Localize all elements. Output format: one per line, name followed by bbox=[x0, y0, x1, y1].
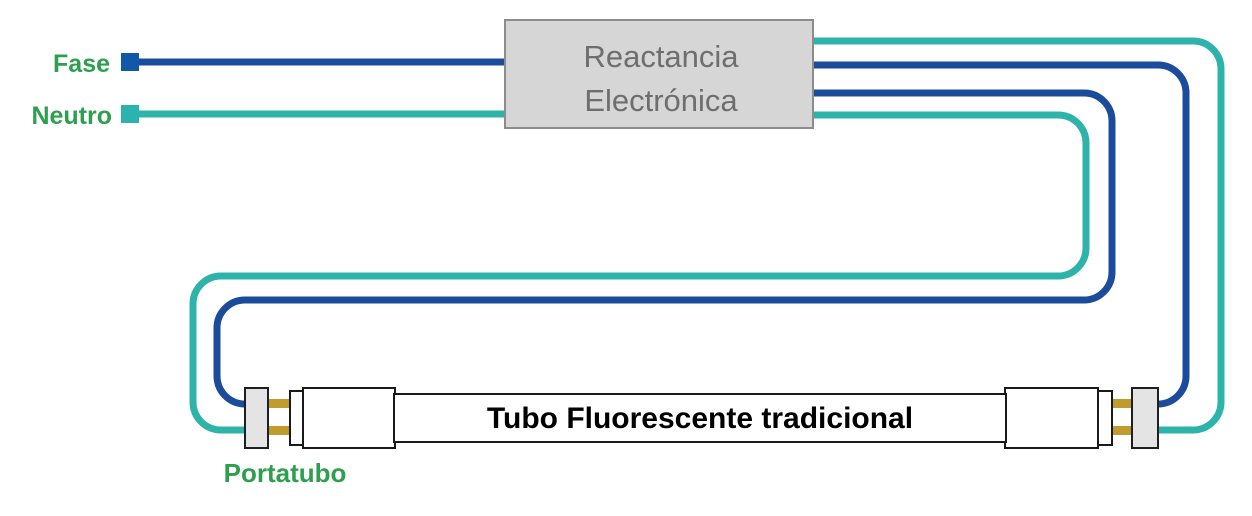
tube-body bbox=[393, 393, 1007, 443]
left-pin-top bbox=[266, 399, 291, 408]
neutro-label: Neutro bbox=[31, 102, 112, 130]
left-tube-collar bbox=[289, 390, 305, 446]
neutro-terminal-square bbox=[121, 105, 139, 123]
ballast-label-line2: Electrónica bbox=[584, 83, 738, 118]
right-tube-collar bbox=[1097, 390, 1113, 446]
right-pin-top bbox=[1112, 399, 1133, 408]
right-tube-holder bbox=[1131, 387, 1159, 449]
ballast-label-line1: Reactancia bbox=[583, 39, 739, 74]
ballast-output-neutral-inner-wire bbox=[189, 111, 1090, 434]
portatubo-label: Portatubo bbox=[224, 458, 347, 488]
right-pin-bottom bbox=[1112, 426, 1133, 435]
left-pin-bottom bbox=[266, 426, 291, 435]
left-tube-holder bbox=[244, 387, 269, 449]
left-tube-endcap bbox=[302, 387, 396, 449]
fase-label: Fase bbox=[53, 50, 110, 78]
fase-terminal-square bbox=[121, 53, 139, 71]
ballast-output-phase-outer-wire bbox=[811, 61, 1190, 408]
right-tube-endcap bbox=[1004, 387, 1099, 449]
ballast-output-neutral-outer-wire bbox=[811, 37, 1225, 434]
ballast-box bbox=[504, 19, 814, 129]
ballast-output-phase-inner-wire bbox=[213, 89, 1116, 408]
tube-label: Tubo Fluorescente tradicional bbox=[487, 402, 913, 435]
